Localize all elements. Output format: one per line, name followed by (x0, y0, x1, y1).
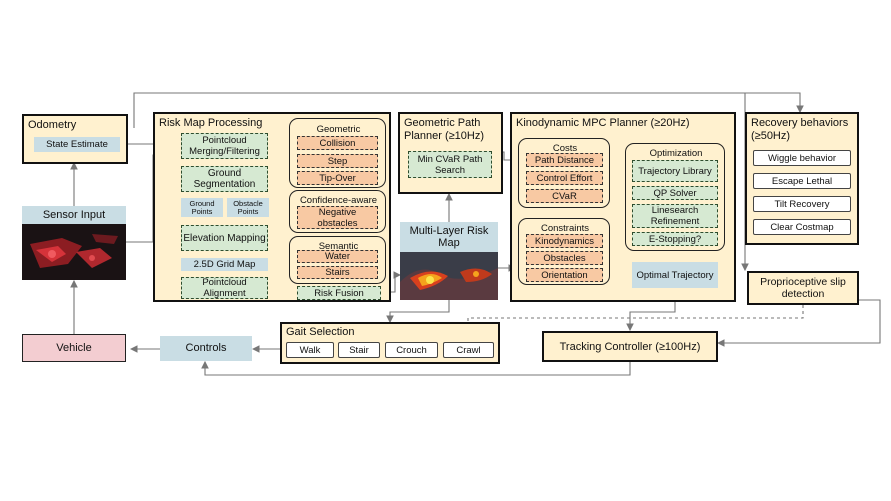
gait-crawl-item: Crawl (443, 342, 494, 358)
ground-segmentation-box: Ground Segmentation (181, 166, 268, 192)
cvar-box: CVaR (526, 189, 603, 203)
geometric-group: Geometric (289, 118, 386, 188)
ground-points-box: Ground Points (181, 198, 223, 217)
tilt-recovery-item: Tilt Recovery (753, 196, 851, 212)
vehicle-box: Vehicle (22, 334, 126, 362)
gait-crouch-item: Crouch (385, 342, 438, 358)
escape-lethal-item: Escape Lethal (753, 173, 851, 189)
costs-group: Costs (518, 138, 610, 208)
water-box: Water (297, 250, 378, 263)
multi-layer-risk-map-panel: Multi-Layer Risk Map (400, 222, 498, 300)
gait-walk-item: Walk (286, 342, 334, 358)
optimization-group: Optimization (625, 143, 725, 251)
tip-over-box: Tip-Over (297, 171, 378, 185)
gait-selection-title: Gait Selection (286, 326, 355, 338)
costs-title: Costs (552, 143, 578, 154)
orientation-box: Orientation (526, 268, 603, 282)
trajectory-library-box: Trajectory Library (632, 160, 718, 182)
risk-map-heatmap-image (400, 252, 498, 300)
multi-layer-risk-map-label: Multi-Layer Risk Map (409, 225, 489, 249)
collision-box: Collision (297, 136, 378, 150)
min-cvar-path-search-box: Min CVaR Path Search (408, 151, 492, 178)
risk-map-processing-title: Risk Map Processing (159, 117, 263, 129)
sensor-pointcloud-image (22, 224, 126, 280)
linesearch-refinement-box: Linesearch Refinement (632, 204, 718, 228)
confidence-aware-group: Confidence-aware (289, 190, 386, 233)
kinodynamics-box: Kinodynamics (526, 234, 603, 248)
negative-obstacles-box: Negative obstacles (297, 206, 378, 229)
stairs-box: Stairs (297, 266, 378, 279)
control-effort-box: Control Effort (526, 171, 603, 185)
clear-costmap-item: Clear Costmap (753, 219, 851, 235)
geometric-title: Geometric (316, 124, 361, 135)
e-stopping-box: E-Stopping? (632, 232, 718, 246)
recovery-behaviors-title: Recovery behaviors (≥50Hz) (751, 117, 849, 142)
geometric-path-planner-title: Geometric Path Planner (≥10Hz) (404, 117, 485, 142)
semantic-title: Semantic (318, 241, 359, 252)
grid-map-box: 2.5D Grid Map (181, 258, 268, 271)
path-distance-box: Path Distance (526, 153, 603, 167)
constraints-group: Constraints (518, 218, 610, 285)
gait-stair-item: Stair (338, 342, 380, 358)
pointcloud-merging-box: Pointcloud Merging/Filtering (181, 133, 268, 159)
odometry-title: Odometry (28, 119, 77, 131)
sensor-input-label: Sensor Input (42, 209, 106, 221)
state-estimate-box: State Estimate (34, 137, 120, 152)
tracking-controller-box: Tracking Controller (≥100Hz) (542, 331, 718, 362)
confidence-aware-title: Confidence-aware (299, 195, 378, 206)
sensor-input-panel: Sensor Input (22, 206, 126, 280)
qp-solver-box: QP Solver (632, 186, 718, 200)
semantic-group: Semantic (289, 236, 386, 284)
odometry-panel: Odometry State Estimate (22, 114, 128, 164)
optimization-title: Optimization (649, 148, 703, 159)
obstacles-box: Obstacles (526, 251, 603, 265)
obstacle-points-box: Obstacle Points (227, 198, 269, 217)
controls-box: Controls (160, 336, 252, 361)
slip-detection-box: Proprioceptive slip detection (747, 271, 859, 305)
risk-fusion-box: Risk Fusion (297, 286, 381, 300)
elevation-mapping-box: Elevation Mapping (181, 225, 268, 251)
optimal-trajectory-box: Optimal Trajectory (632, 262, 718, 288)
wiggle-behavior-item: Wiggle behavior (753, 150, 851, 166)
step-box: Step (297, 154, 378, 168)
constraints-title: Constraints (540, 223, 590, 234)
kinodynamic-mpc-title: Kinodynamic MPC Planner (≥20Hz) (516, 117, 690, 129)
pointcloud-alignment-box: Pointcloud Alignment (181, 277, 268, 299)
